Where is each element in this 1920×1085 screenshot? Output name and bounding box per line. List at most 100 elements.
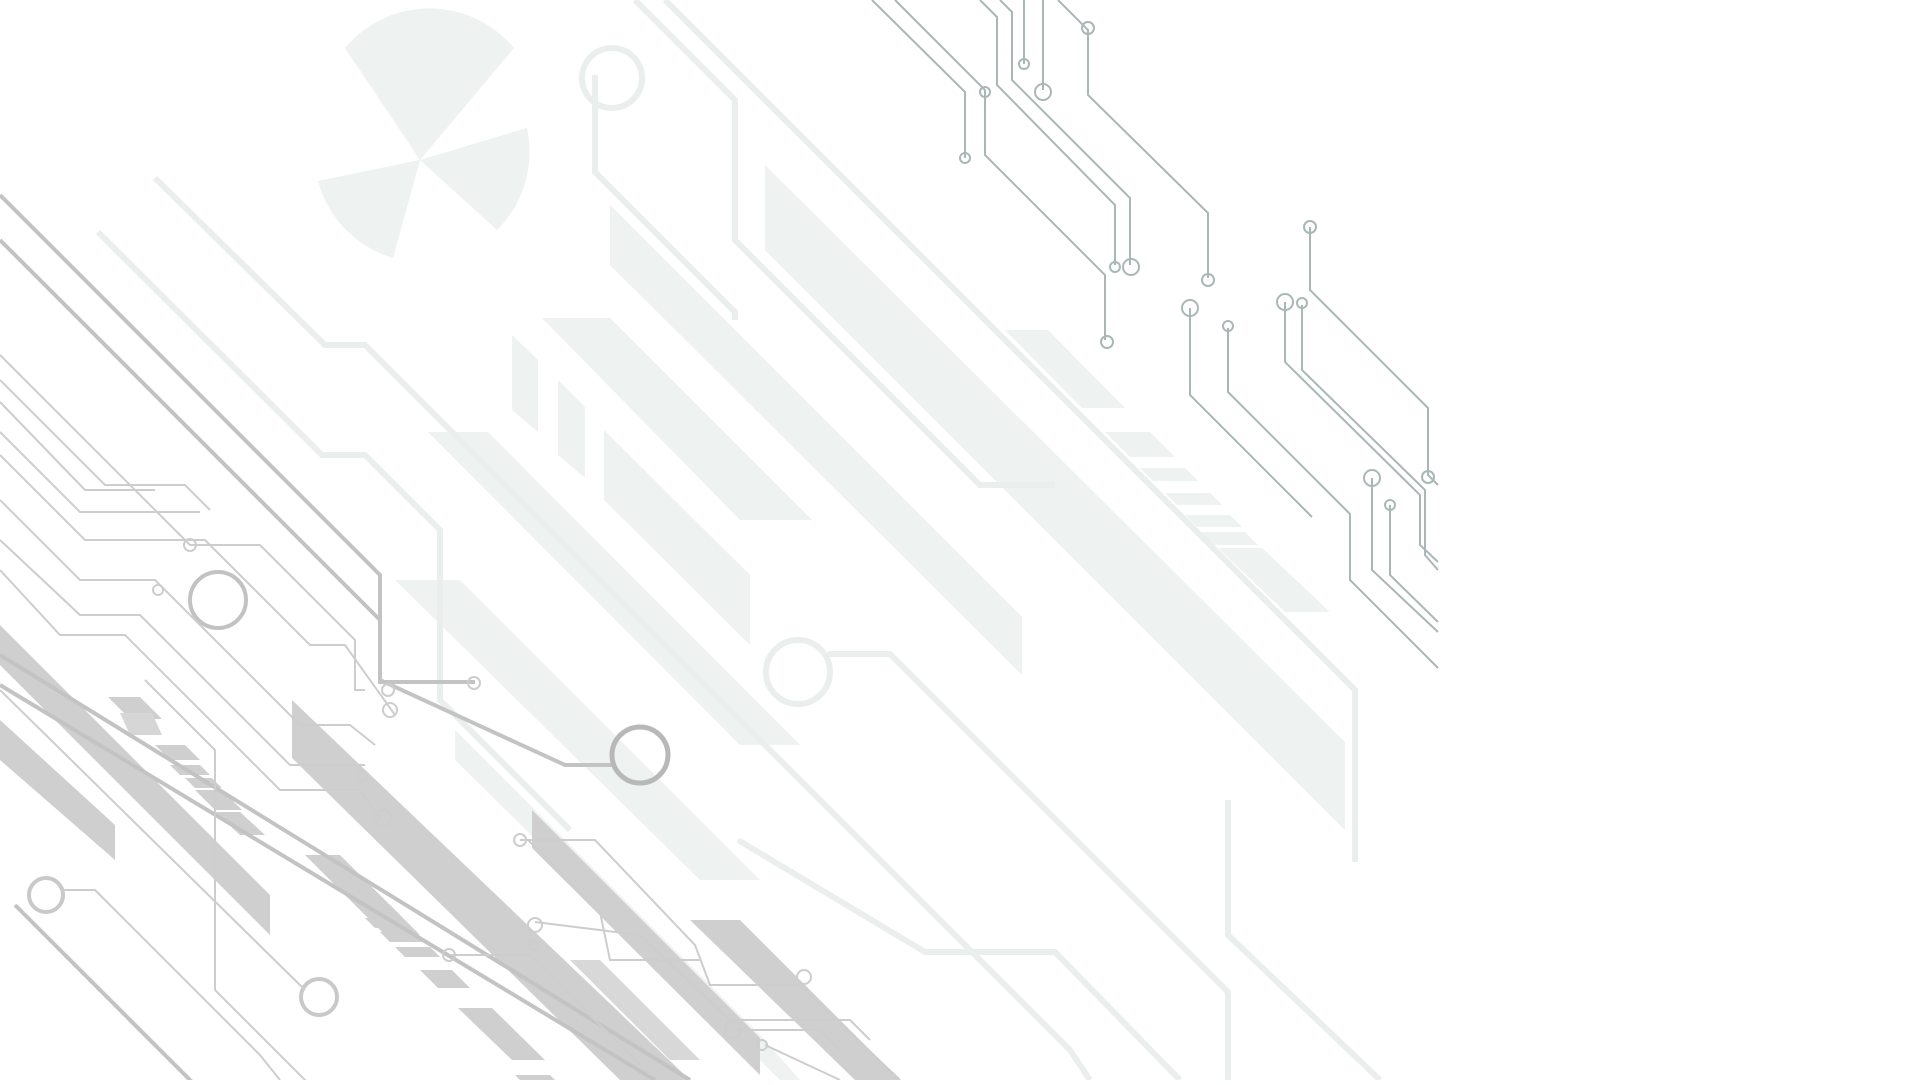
gray-circuit-layer	[0, 625, 900, 1080]
pale-band	[1165, 493, 1222, 505]
trace-node	[183, 538, 197, 552]
teal-trace-layer	[871, 0, 1439, 669]
pale-band	[428, 432, 800, 745]
trace	[0, 354, 365, 691]
gray-band	[570, 960, 700, 1060]
trace	[0, 431, 200, 513]
fan-blade	[318, 160, 420, 258]
pale-band	[512, 335, 538, 432]
gray-band	[0, 625, 270, 935]
trace-node	[382, 702, 398, 718]
trace	[1301, 305, 1439, 571]
trace	[0, 401, 155, 491]
trace	[764, 1044, 841, 1081]
trace-node	[1201, 273, 1215, 287]
trace	[999, 0, 1131, 265]
trace	[527, 839, 700, 961]
trace	[0, 238, 382, 622]
trace	[736, 837, 1183, 1083]
trace	[0, 499, 376, 746]
trace	[828, 651, 1231, 1080]
pale-band	[1218, 548, 1330, 612]
trace	[1371, 478, 1439, 633]
trace	[378, 615, 475, 684]
trace-node	[527, 917, 543, 933]
gray-band	[532, 810, 760, 1075]
trace	[62, 889, 281, 1081]
gray-band	[215, 812, 265, 835]
pale-band	[1005, 330, 1125, 408]
gray-band	[292, 700, 690, 1080]
trace-node	[1081, 21, 1095, 35]
gray-band	[0, 720, 115, 860]
trace	[1309, 227, 1439, 486]
trace-node	[1100, 335, 1114, 349]
trace-node	[1034, 83, 1052, 101]
fan-blade	[420, 128, 530, 230]
trace	[0, 683, 657, 1082]
pale-band	[395, 580, 760, 880]
trace-node	[374, 809, 392, 827]
gray-band	[458, 1008, 545, 1060]
pale-band	[1105, 432, 1175, 457]
trace	[979, 0, 1116, 265]
trace-node	[609, 724, 671, 786]
trace-node	[959, 152, 971, 164]
trace-node	[1363, 469, 1381, 487]
trace	[871, 0, 966, 158]
trace	[1389, 505, 1439, 623]
trace	[662, 0, 1358, 862]
trace-node	[381, 683, 395, 697]
trace	[0, 379, 211, 511]
pale-band	[604, 430, 750, 645]
pale-band	[1200, 532, 1258, 545]
pale-band	[542, 318, 812, 520]
trace-node	[299, 977, 339, 1017]
pale-band	[1140, 468, 1198, 481]
trace	[152, 175, 1093, 1082]
gray-band	[120, 713, 162, 735]
pale-band	[765, 165, 1345, 830]
gray-trace-layer	[0, 193, 692, 1085]
trace-node	[467, 676, 481, 690]
trace	[0, 539, 365, 766]
trace	[1225, 800, 1383, 1083]
trace	[0, 653, 692, 1082]
fan-blade	[345, 8, 514, 161]
trace	[735, 1029, 841, 1051]
trace	[0, 454, 396, 716]
trace	[632, 0, 1055, 488]
thin-gray-traces	[0, 354, 901, 1085]
pale-trace-layer	[95, 0, 1383, 1083]
gray-band	[420, 970, 470, 988]
trace-node	[513, 833, 527, 847]
trace-node	[796, 969, 812, 985]
trace-node	[1303, 220, 1317, 234]
trace-node	[1222, 320, 1234, 332]
trace	[0, 569, 381, 819]
trace	[0, 689, 306, 991]
trace	[894, 0, 1106, 340]
gray-band	[395, 947, 440, 957]
trace-node	[1384, 499, 1396, 511]
trace	[1189, 308, 1313, 518]
trace-node	[1109, 261, 1121, 273]
trace	[1057, 0, 1209, 278]
trace-node	[1421, 470, 1435, 484]
trace-node	[356, 770, 368, 782]
trace-node	[27, 876, 65, 914]
trace-node	[1018, 58, 1030, 70]
trace	[534, 921, 871, 1041]
trace-node	[579, 45, 645, 111]
trace	[450, 954, 651, 1076]
trace	[592, 75, 738, 320]
trace-node	[1296, 297, 1308, 309]
trace	[520, 839, 901, 1081]
pale-band	[558, 380, 585, 478]
trace-node	[1276, 293, 1294, 311]
trace-node	[527, 939, 539, 951]
trace-node	[188, 570, 248, 630]
trace-node	[756, 1039, 768, 1051]
